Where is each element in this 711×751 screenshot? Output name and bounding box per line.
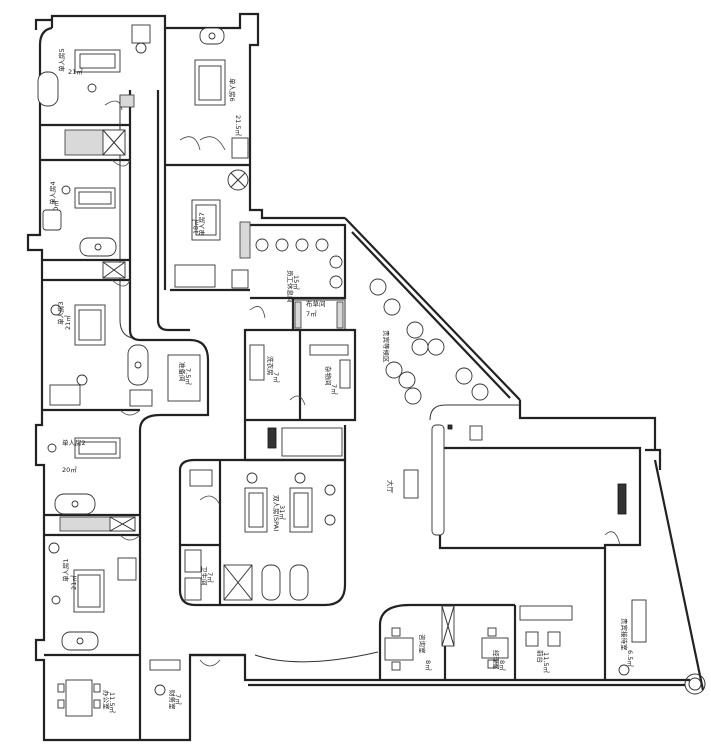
room-area-single-2: 20㎡ [62,465,77,474]
bathtub [261,564,281,601]
room-area-single-6: 21.5㎡ [234,115,243,136]
room-area-manager: 8㎡ [498,660,507,671]
lounge-chair [369,278,387,296]
room-area-single-4: 20㎡ [51,200,60,215]
room-consult: 咨询室 8㎡ [384,605,455,671]
room-label-consult: 咨询室 [418,634,427,654]
room-area-office: 11.5㎡ [108,692,117,713]
room-label-office: 办公室 [102,690,111,710]
room-manager: 经理室 8㎡ [481,605,573,671]
toilet [231,137,249,159]
room-double-spa: 双人房(SPA) 31㎡ [189,469,336,601]
room-label-hall: 大厅 [386,480,395,494]
washing-machine [249,344,265,381]
room-label-single-2: 单人房2 [62,438,86,447]
chair [255,238,269,252]
room-label-laundry: 洗衣房 [266,356,275,376]
toilet [131,24,151,44]
counter [519,605,573,621]
shelf [309,344,349,356]
room-label-manager: 经理室 [492,650,501,670]
room-single-1: 单人房1 21㎡ [48,542,137,651]
room-area-laundry: 7㎡ [272,372,281,383]
room-area-finance: 7㎡ [174,694,183,705]
room-staff-rest: 员工休息间 15㎡ 布草间 7㎡ [255,238,344,329]
room-single-2: 单人房2 20㎡ [47,437,136,532]
room-label-single-1: 单人房1 [61,558,70,582]
lounge-seating: 贵宾等候区 [369,278,489,405]
toilet [189,469,213,487]
door-swings [111,159,621,667]
reception-desk [403,469,419,499]
desk [384,637,414,661]
bathtub [289,564,309,601]
interior-walls [40,28,642,740]
room-area-single-5: 21㎡ [68,67,83,76]
room-area-vip: 6.5㎡ [626,650,635,667]
room-area-toilet: 7㎡ [206,572,215,583]
room-label-single-6: 单人房6 [228,78,237,102]
room-area-storage: 7㎡ [330,384,339,395]
sofa [631,599,647,643]
room-area-single-7: 18㎡ [191,219,200,234]
room-label-vip: 贵宾接待室 [620,618,629,651]
bench [431,424,445,536]
cabinet [267,427,277,449]
bathtub [37,71,59,107]
room-label-toilet: 卫生间 [200,566,209,586]
room-label-preparation: 准备间 [178,362,187,382]
room-area-reception: 11.5㎡ [542,652,551,673]
room-label-lounge: 贵宾等候区 [382,330,391,363]
room-label-linen: 布草间 [306,299,326,308]
room-area-double: 31㎡ [278,505,287,520]
room-label-double: 双人房(SPA) [272,495,281,532]
room-hall: 大厅 [386,424,627,536]
room-area-staff-rest: 15㎡ [292,275,301,290]
room-reception: 前台 11.5㎡ [525,631,561,673]
display-cabinet [617,483,627,515]
room-toilet: 卫生间 7㎡ [184,549,215,601]
room-single-4: 单人房4 20㎡ [42,129,126,279]
desk [481,637,509,659]
toilet [184,549,202,573]
room-area-consult: 8㎡ [424,660,433,671]
room-single-3: 单人房3 21㎡ [49,301,153,407]
room-area-linen: 7㎡ [306,309,317,318]
room-label-staff-rest: 员工休息间 [286,270,295,303]
room-label-single-3: 单人房3 [56,301,65,325]
room-area-single-1: 21㎡ [69,575,78,590]
room-laundry-storage: 洗衣房 7㎡ 杂物间 7㎡ [249,344,351,457]
room-label-reception: 前台 [536,650,545,663]
room-area-single-3: 21㎡ [63,315,72,330]
desk [65,679,93,717]
room-label-finance: 财务室 [168,690,177,710]
room-area-preparation: 7.5㎡ [184,368,193,385]
room-label-storage: 杂物间 [324,366,333,386]
room-label-single-5: 单人房5 [57,48,66,72]
room-label-single-7: 单人房7 [197,212,206,236]
room-office: 办公室 11.5㎡ [57,679,117,717]
room-preparation: 准备间 7.5㎡ [167,354,201,402]
stool [87,83,97,93]
room-single-6: 单人房6 21.5㎡ [179,27,249,159]
room-single-5: 单人房5 21㎡ [37,24,151,111]
room-finance: 财务室 7㎡ [149,659,183,710]
preparation-counter [167,354,201,402]
room-vip: 贵宾接待室 6.5㎡ [618,599,647,676]
room-single-7: 18㎡ 单人房7 [174,169,251,289]
room-label-single-4: 单人房4 [48,181,57,205]
